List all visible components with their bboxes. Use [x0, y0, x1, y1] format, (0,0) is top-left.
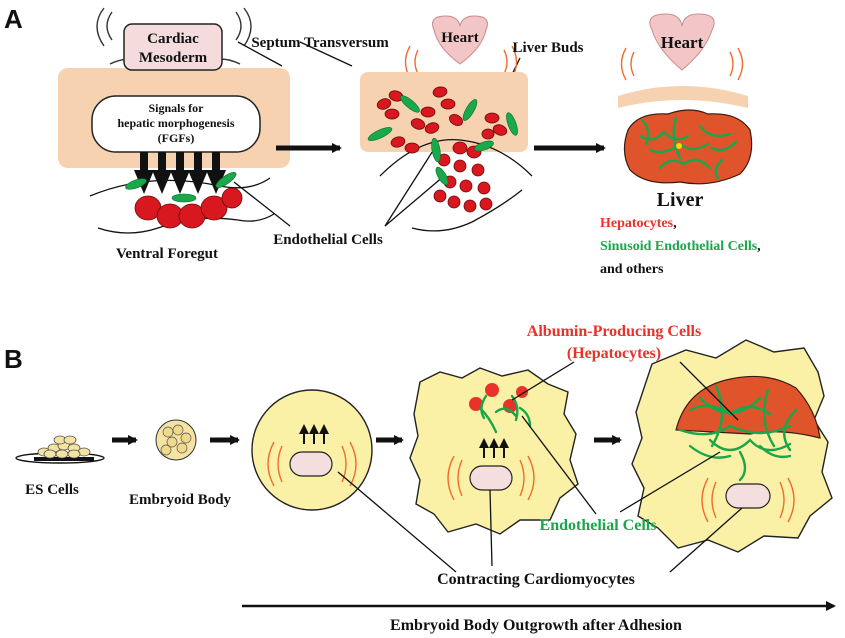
fgf-signal-arrows — [134, 152, 226, 194]
sinusoid-label: Sinusoid Endothelial Cells — [600, 239, 758, 254]
heart-shape-2 — [649, 13, 715, 71]
heart-shape-1 — [432, 15, 488, 65]
liver-buds-label: Liver Buds — [513, 40, 584, 56]
liver-bud-hepatocytes — [376, 86, 508, 213]
stage-a1: Cardiac Mesoderm Signals for hepatic mor… — [58, 7, 290, 262]
foregut-line-2b — [411, 189, 523, 232]
sinusoid-legend: Sinusoid Endothelial Cells, — [600, 239, 761, 254]
embryoid-body-label: Embryoid Body — [129, 492, 232, 508]
heart-label-1: Heart — [441, 30, 478, 46]
ventral-foregut-label: Ventral Foregut — [116, 246, 218, 262]
liver-organ — [623, 109, 753, 185]
panel-a-label: A — [4, 4, 23, 34]
others-label: and others — [600, 262, 664, 277]
signals-label-3: (FGFs) — [158, 131, 195, 145]
contracting-cardiomyocytes-label: Contracting Cardiomyocytes — [437, 571, 635, 588]
stage-a3: Heart Liver Hepatocytes, Sinusoid Endoth… — [600, 13, 761, 277]
heart-label-2: Heart — [661, 33, 704, 52]
es-cells-label: ES Cells — [25, 482, 79, 498]
outgrowth-label: Embryoid Body Outgrowth after Adhesion — [390, 617, 682, 634]
endothelial-cells-label-b: Endothelial Cells — [540, 517, 657, 534]
endothelial-cells-label-a: Endothelial Cells — [273, 232, 383, 248]
sinusoid-comma: , — [757, 239, 761, 254]
cardiac-mesoderm-label-1: Cardiac — [147, 31, 199, 47]
panel-b-label: B — [4, 344, 23, 374]
ventral-foregut — [89, 172, 275, 234]
cardiac-mesoderm-label-2: Mesoderm — [139, 50, 208, 66]
albumin-label-2: (Hepatocytes) — [567, 345, 661, 362]
liver-bud-endothelial-cells — [367, 95, 518, 186]
septum-band — [618, 86, 748, 108]
hepatocytes-legend: Hepatocytes, — [600, 216, 677, 231]
liver-label: Liver — [657, 189, 704, 211]
septum-transversum-label: Septum Transversum — [251, 35, 389, 51]
cardiac-mesoderm-box — [123, 23, 223, 71]
foregut-line-2a — [379, 138, 533, 177]
liver-center — [676, 143, 682, 149]
signals-label-2: hepatic morphogenesis — [118, 116, 235, 130]
signals-label-1: Signals for — [148, 101, 204, 115]
hepatocytes-label: Hepatocytes — [600, 216, 674, 231]
stage-a2: Heart — [360, 15, 584, 232]
leader-lines-b — [337, 361, 743, 573]
embryoid-body — [155, 419, 197, 461]
heart-rays-2 — [620, 47, 744, 81]
outgrowth-stage-2 — [409, 367, 579, 535]
outgrowth-stage-3 — [631, 339, 833, 553]
hepatocytes-comma: , — [673, 216, 677, 231]
albumin-label-1: Albumin-Producing Cells — [527, 323, 701, 340]
outgrowth-stage-1 — [251, 389, 373, 511]
es-cells — [15, 435, 105, 464]
